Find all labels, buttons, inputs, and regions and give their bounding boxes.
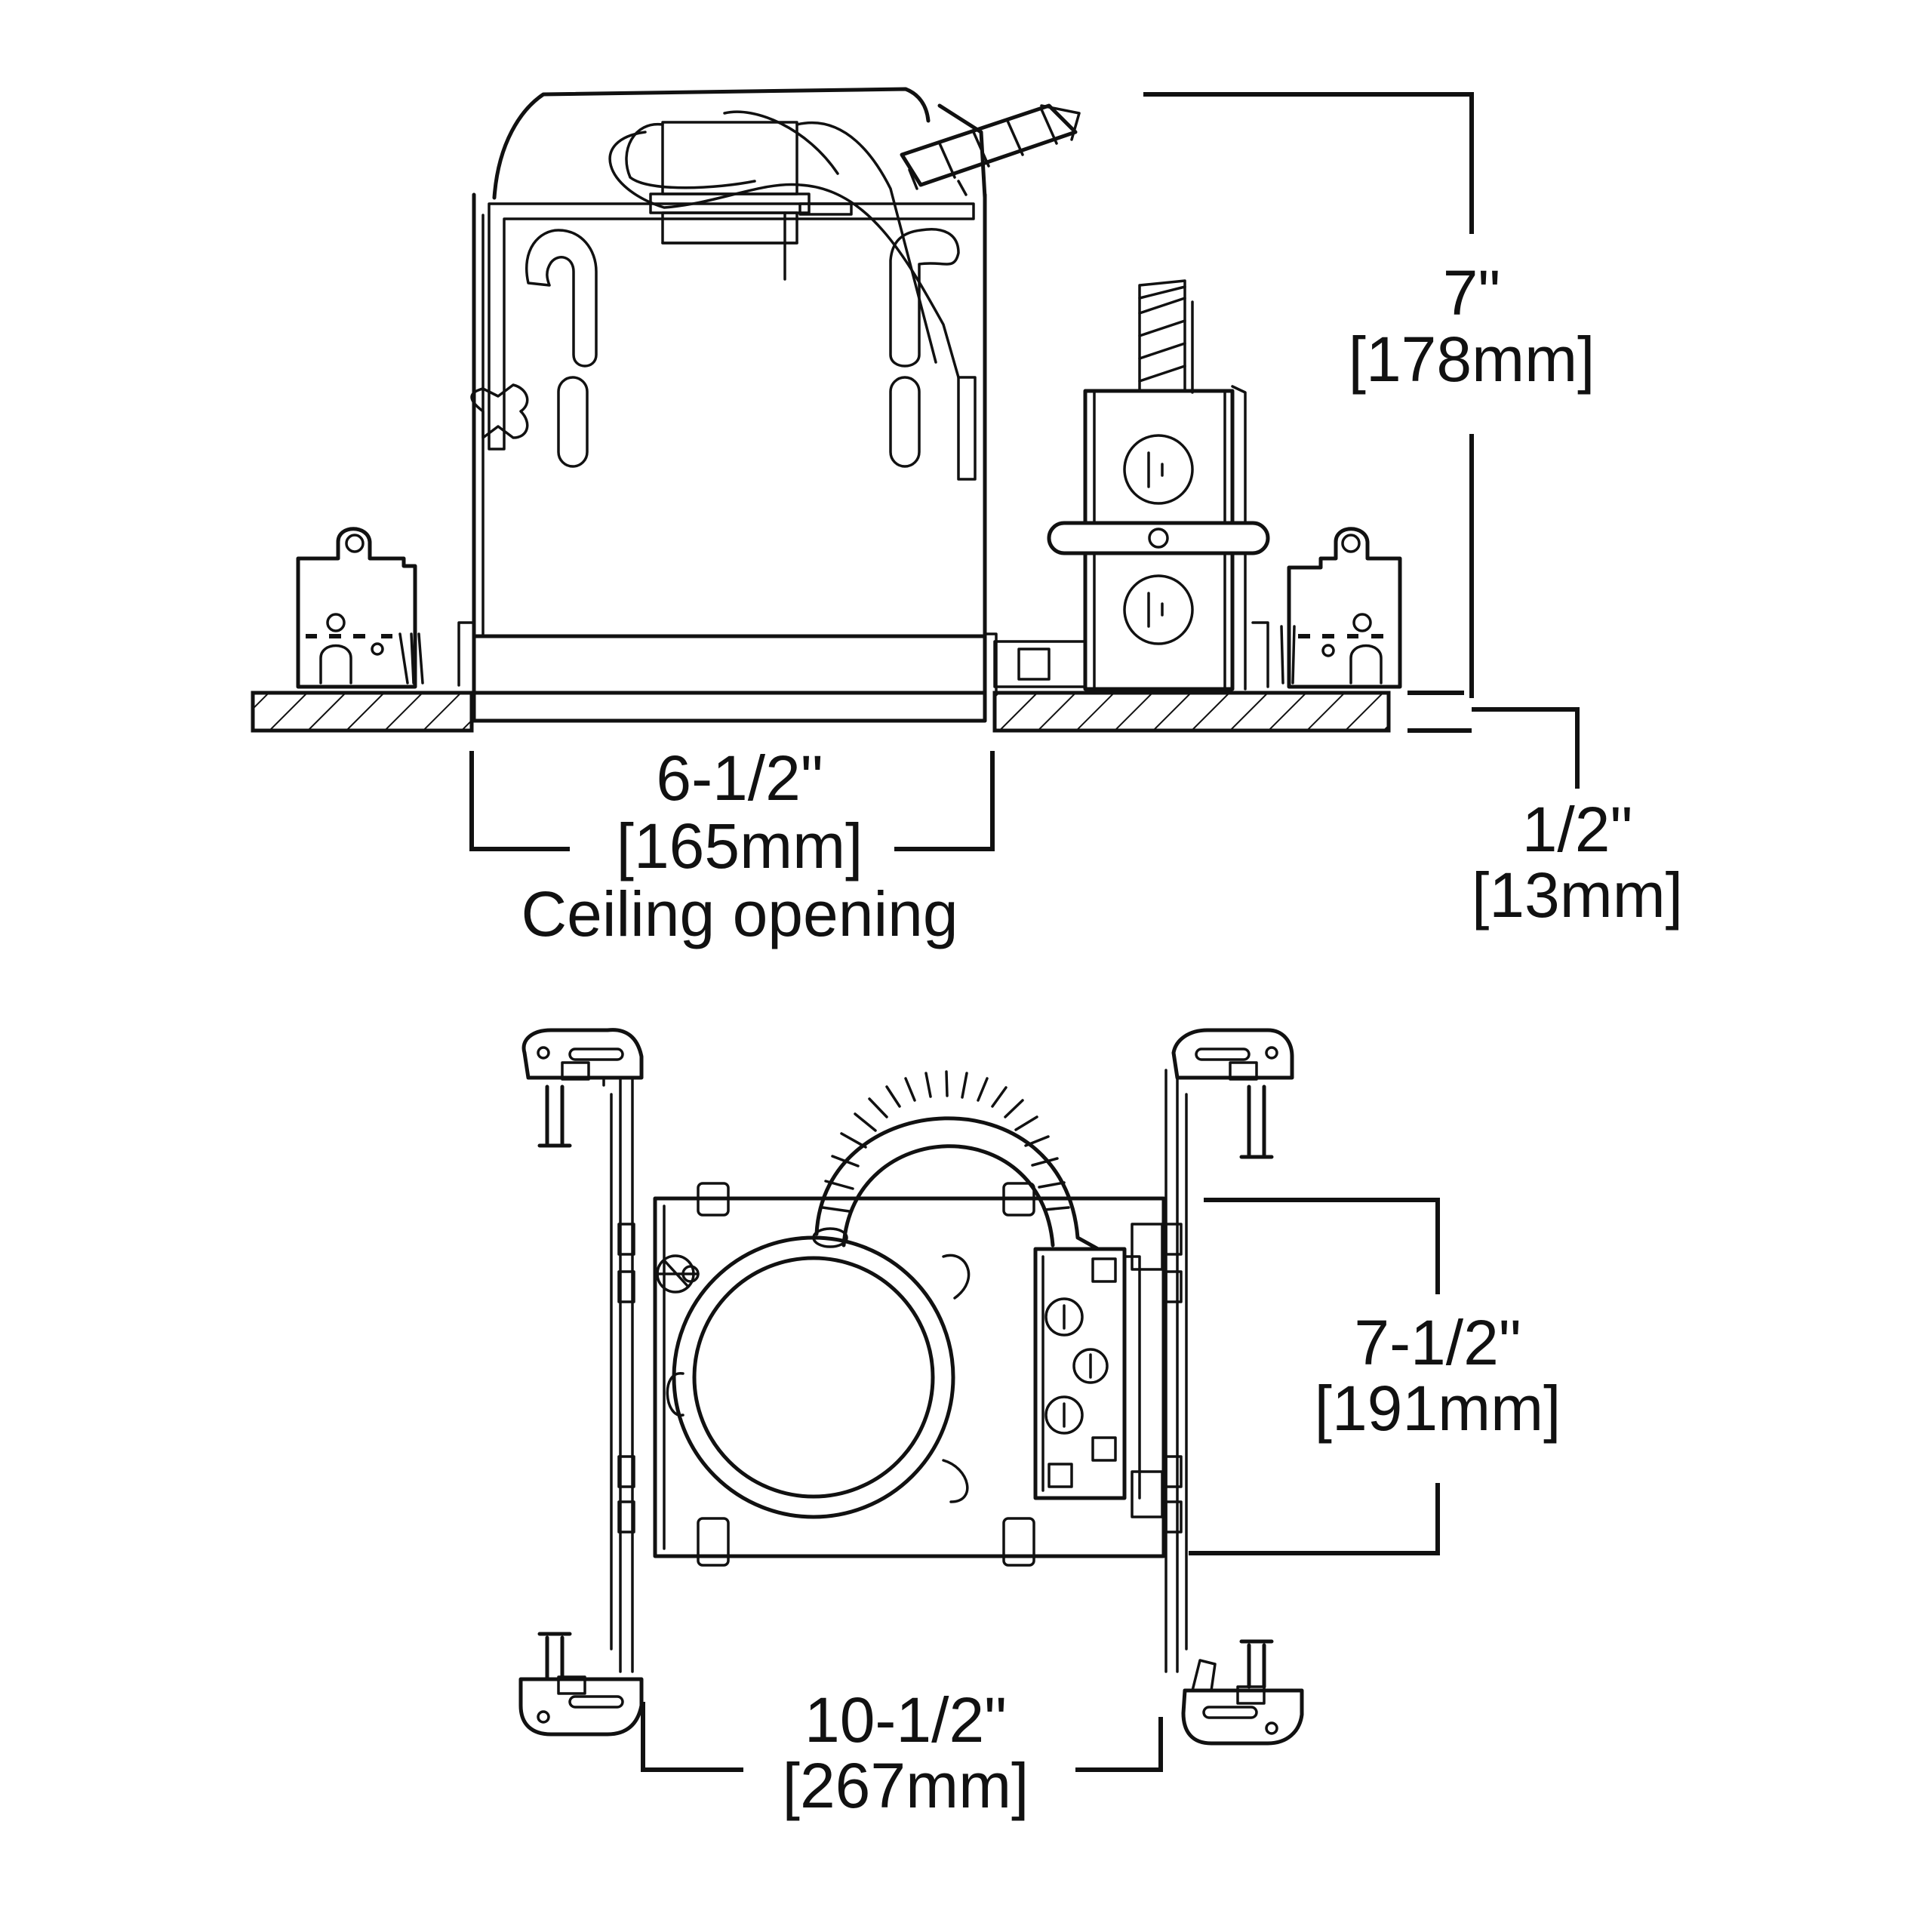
opening-dim-metric: [165mm] [617,811,863,881]
height-dimension: 7" [178mm] [1143,92,1595,698]
width-dimension: 10-1/2" [267mm] [641,1684,1163,1821]
opening-dim-imperial: 6-1/2" [656,743,823,814]
ceiling-drywall-right [992,691,1391,733]
opening-dimension: 6-1/2" [165mm] Ceiling opening [469,743,995,949]
width-dim-metric: [267mm] [783,1750,1029,1821]
left-mounting-bracket [296,527,475,689]
left-hanger-bar [602,1069,635,1673]
ceiling-thickness-dimension: 1/2" [13mm] [1407,691,1683,931]
depth-dim-metric: [191mm] [1315,1373,1561,1444]
junction-box-top [1033,1247,1141,1500]
right-mounting-bracket [1251,527,1402,689]
bar-clip-top-right [1171,1028,1294,1159]
depth-dimension: 7-1/2" [191mm] [1189,1198,1561,1555]
ceiling-drywall-left [251,691,474,733]
frame-plate [617,1182,1183,1567]
housing-can [470,87,1081,723]
width-dim-imperial: 10-1/2" [804,1684,1007,1755]
side-view: 7" [178mm] 1/2" [13mm] 6-1/2" [165mm] Ce… [251,87,1683,949]
top-view: 7-1/2" [191mm] 10-1/2" [267mm] [518,1028,1561,1821]
junction-box [983,279,1270,694]
bar-clip-bottom-right [1181,1639,1304,1746]
opening-dim-caption: Ceiling opening [521,878,958,949]
lamp-trim [666,1235,971,1519]
bar-clip-top-left [521,1028,644,1148]
ceiling-dim-imperial: 1/2" [1522,794,1633,865]
bar-clip-bottom-left [518,1632,644,1737]
height-dim-imperial: 7" [1443,257,1501,328]
right-hanger-bar [1164,1069,1188,1673]
flex-conduit [812,1070,1100,1251]
ceiling-dim-metric: [13mm] [1472,860,1683,931]
height-dim-metric: [178mm] [1349,324,1595,395]
depth-dim-imperial: 7-1/2" [1354,1307,1521,1378]
